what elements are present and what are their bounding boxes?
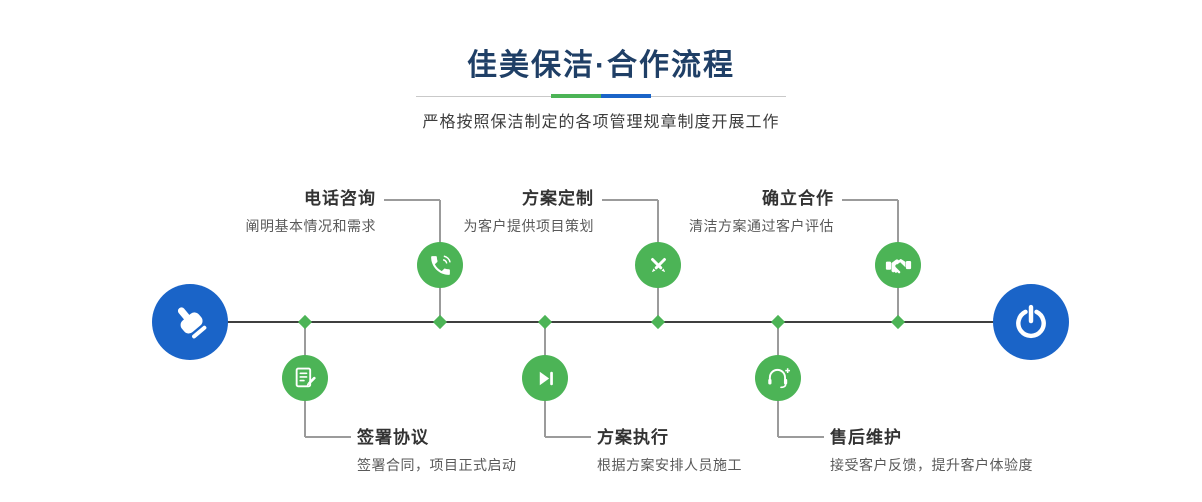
connector-bottom-2 [545, 436, 591, 438]
timeline-node-diamond [770, 314, 786, 330]
step-title: 确立合作 [762, 189, 834, 208]
pencil-tools-icon [646, 253, 671, 278]
connector-top-1 [384, 199, 440, 201]
connector-bottom-1 [305, 436, 351, 438]
step-desc: 接受客户反馈，提升客户体验度 [830, 457, 1033, 473]
step-icon-phone-consult [417, 242, 463, 288]
step-title: 电话咨询 [304, 189, 376, 208]
step-label-phone-consult: 电话咨询 阐明基本情况和需求 [116, 188, 376, 235]
step-label-establish-cooperation: 确立合作 清洁方案通过客户评估 [574, 188, 834, 235]
play-icon [533, 366, 558, 391]
step-label-sign-agreement: 签署协议 签署合同，项目正式启动 [357, 427, 617, 474]
timeline-node-diamond [432, 314, 448, 330]
timeline [190, 321, 1031, 323]
timeline-node-diamond [297, 314, 313, 330]
step-title: 售后维护 [830, 428, 902, 447]
connector-top-3 [842, 199, 898, 201]
step-icon-sign-agreement [282, 355, 328, 401]
timeline-node-diamond [537, 314, 553, 330]
step-title: 方案定制 [522, 189, 594, 208]
end-node [993, 284, 1069, 360]
handshake-icon [885, 252, 912, 279]
step-desc: 根据方案安排人员施工 [597, 457, 742, 473]
title-divider-accent [551, 94, 651, 98]
start-node [152, 284, 228, 360]
pointing-hand-icon [169, 301, 211, 343]
step-title: 方案执行 [597, 428, 669, 447]
connector-bottom-3 [778, 436, 824, 438]
timeline-node-diamond [650, 314, 666, 330]
headset-icon [765, 365, 791, 391]
step-desc: 清洁方案通过客户评估 [689, 218, 834, 234]
step-label-plan-customize: 方案定制 为客户提供项目策划 [334, 188, 594, 235]
step-label-plan-execute: 方案执行 根据方案安排人员施工 [597, 427, 857, 474]
power-icon [1012, 303, 1050, 341]
step-title: 签署协议 [357, 428, 429, 447]
contract-icon [293, 366, 318, 391]
step-icon-plan-customize [635, 242, 681, 288]
connector-top-2 [602, 199, 658, 201]
step-desc: 签署合同，项目正式启动 [357, 457, 517, 473]
step-label-after-sales: 售后维护 接受客户反馈，提升客户体验度 [830, 427, 1090, 474]
page-title: 佳美保洁·合作流程 [467, 49, 735, 82]
step-desc: 为客户提供项目策划 [463, 218, 594, 234]
step-icon-after-sales [755, 355, 801, 401]
timeline-node-diamond [890, 314, 906, 330]
divider-blue-segment [601, 94, 651, 98]
phone-icon [428, 253, 453, 278]
divider-green-segment [551, 94, 601, 98]
step-icon-establish-cooperation [875, 242, 921, 288]
step-icon-plan-execute [522, 355, 568, 401]
page-subtitle: 严格按照保洁制定的各项管理规章制度开展工作 [422, 114, 780, 131]
step-desc: 阐明基本情况和需求 [245, 218, 376, 234]
